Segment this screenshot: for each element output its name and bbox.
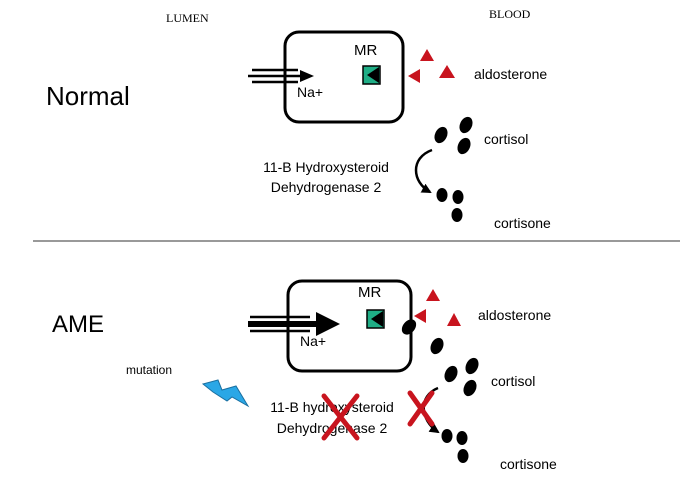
cortisol-drop-icon: [434, 126, 448, 144]
cortisone-dot-icon: [451, 208, 463, 222]
cortisol-drop-icon: [463, 379, 477, 397]
normal-panel: [248, 30, 473, 222]
normal-cortisone-icons: [436, 188, 464, 222]
normal-cortisone-label: cortisone: [494, 215, 551, 231]
ame-cortisol-label: cortisol: [491, 373, 536, 389]
aldosterone-triangle-icon: [447, 313, 461, 326]
normal-cortisol-label: cortisol: [484, 131, 529, 147]
ame-title: AME: [52, 311, 105, 338]
cortisol-drop-icon: [457, 137, 471, 155]
red-x-icon: [321, 393, 360, 441]
ame-aldosterone-icons: [414, 289, 461, 326]
normal-enzyme-label: 11-B Hydroxysteroid Dehydrogenase 2: [241, 157, 411, 197]
ame-mr-label: MR: [358, 284, 382, 301]
ame-na-channel: [248, 312, 340, 336]
normal-aldosterone-icons: [408, 49, 455, 83]
normal-na-label: Na+: [297, 84, 324, 100]
cortisol-drop-icon: [444, 365, 458, 383]
ame-mineralocorticoid-receptor-icon: [366, 309, 385, 329]
normal-aldosterone-label: aldosterone: [474, 66, 548, 82]
aldosterone-triangle-icon: [414, 309, 426, 323]
bound-cortisol-drop-icon: [401, 319, 417, 335]
cortisone-dot-icon: [436, 188, 448, 202]
blood-label: BLOOD: [489, 7, 531, 21]
cortisone-dot-icon: [441, 429, 453, 443]
ame-panel: [201, 279, 479, 463]
cortisone-dot-icon: [457, 449, 469, 463]
aldosterone-triangle-icon: [426, 289, 440, 301]
ame-cortisone-icons: [441, 429, 469, 463]
normal-mr-label: MR: [354, 42, 378, 59]
red-x-icon: [407, 390, 435, 427]
ame-na-label: Na+: [300, 333, 327, 349]
aldosterone-triangle-icon: [439, 65, 455, 78]
cortisol-drop-icon: [465, 357, 479, 375]
normal-na-channel: [248, 68, 314, 84]
normal-mineralocorticoid-receptor-icon: [362, 65, 381, 85]
ame-cortisol-icons: [430, 337, 479, 397]
cortisone-dot-icon: [456, 431, 468, 445]
cortisol-drop-icon: [430, 337, 444, 355]
normal-title: Normal: [46, 81, 130, 111]
lightning-bolt-icon: [201, 379, 250, 408]
normal-conversion-arrow: [414, 148, 433, 194]
aldosterone-triangle-icon: [408, 69, 420, 83]
mutation-label: mutation: [126, 363, 173, 377]
aldosterone-triangle-icon: [420, 49, 434, 61]
lumen-label: LUMEN: [166, 11, 209, 25]
cortisol-drop-icon: [459, 116, 473, 134]
ame-aldosterone-label: aldosterone: [478, 307, 552, 323]
normal-enzyme-line1: 11-B Hydroxysteroid: [263, 159, 389, 175]
normal-enzyme-line2: Dehydrogenase 2: [270, 179, 382, 195]
normal-cortisol-icons: [434, 116, 473, 155]
cortisone-dot-icon: [452, 190, 464, 204]
ame-cortisone-label: cortisone: [500, 456, 557, 472]
